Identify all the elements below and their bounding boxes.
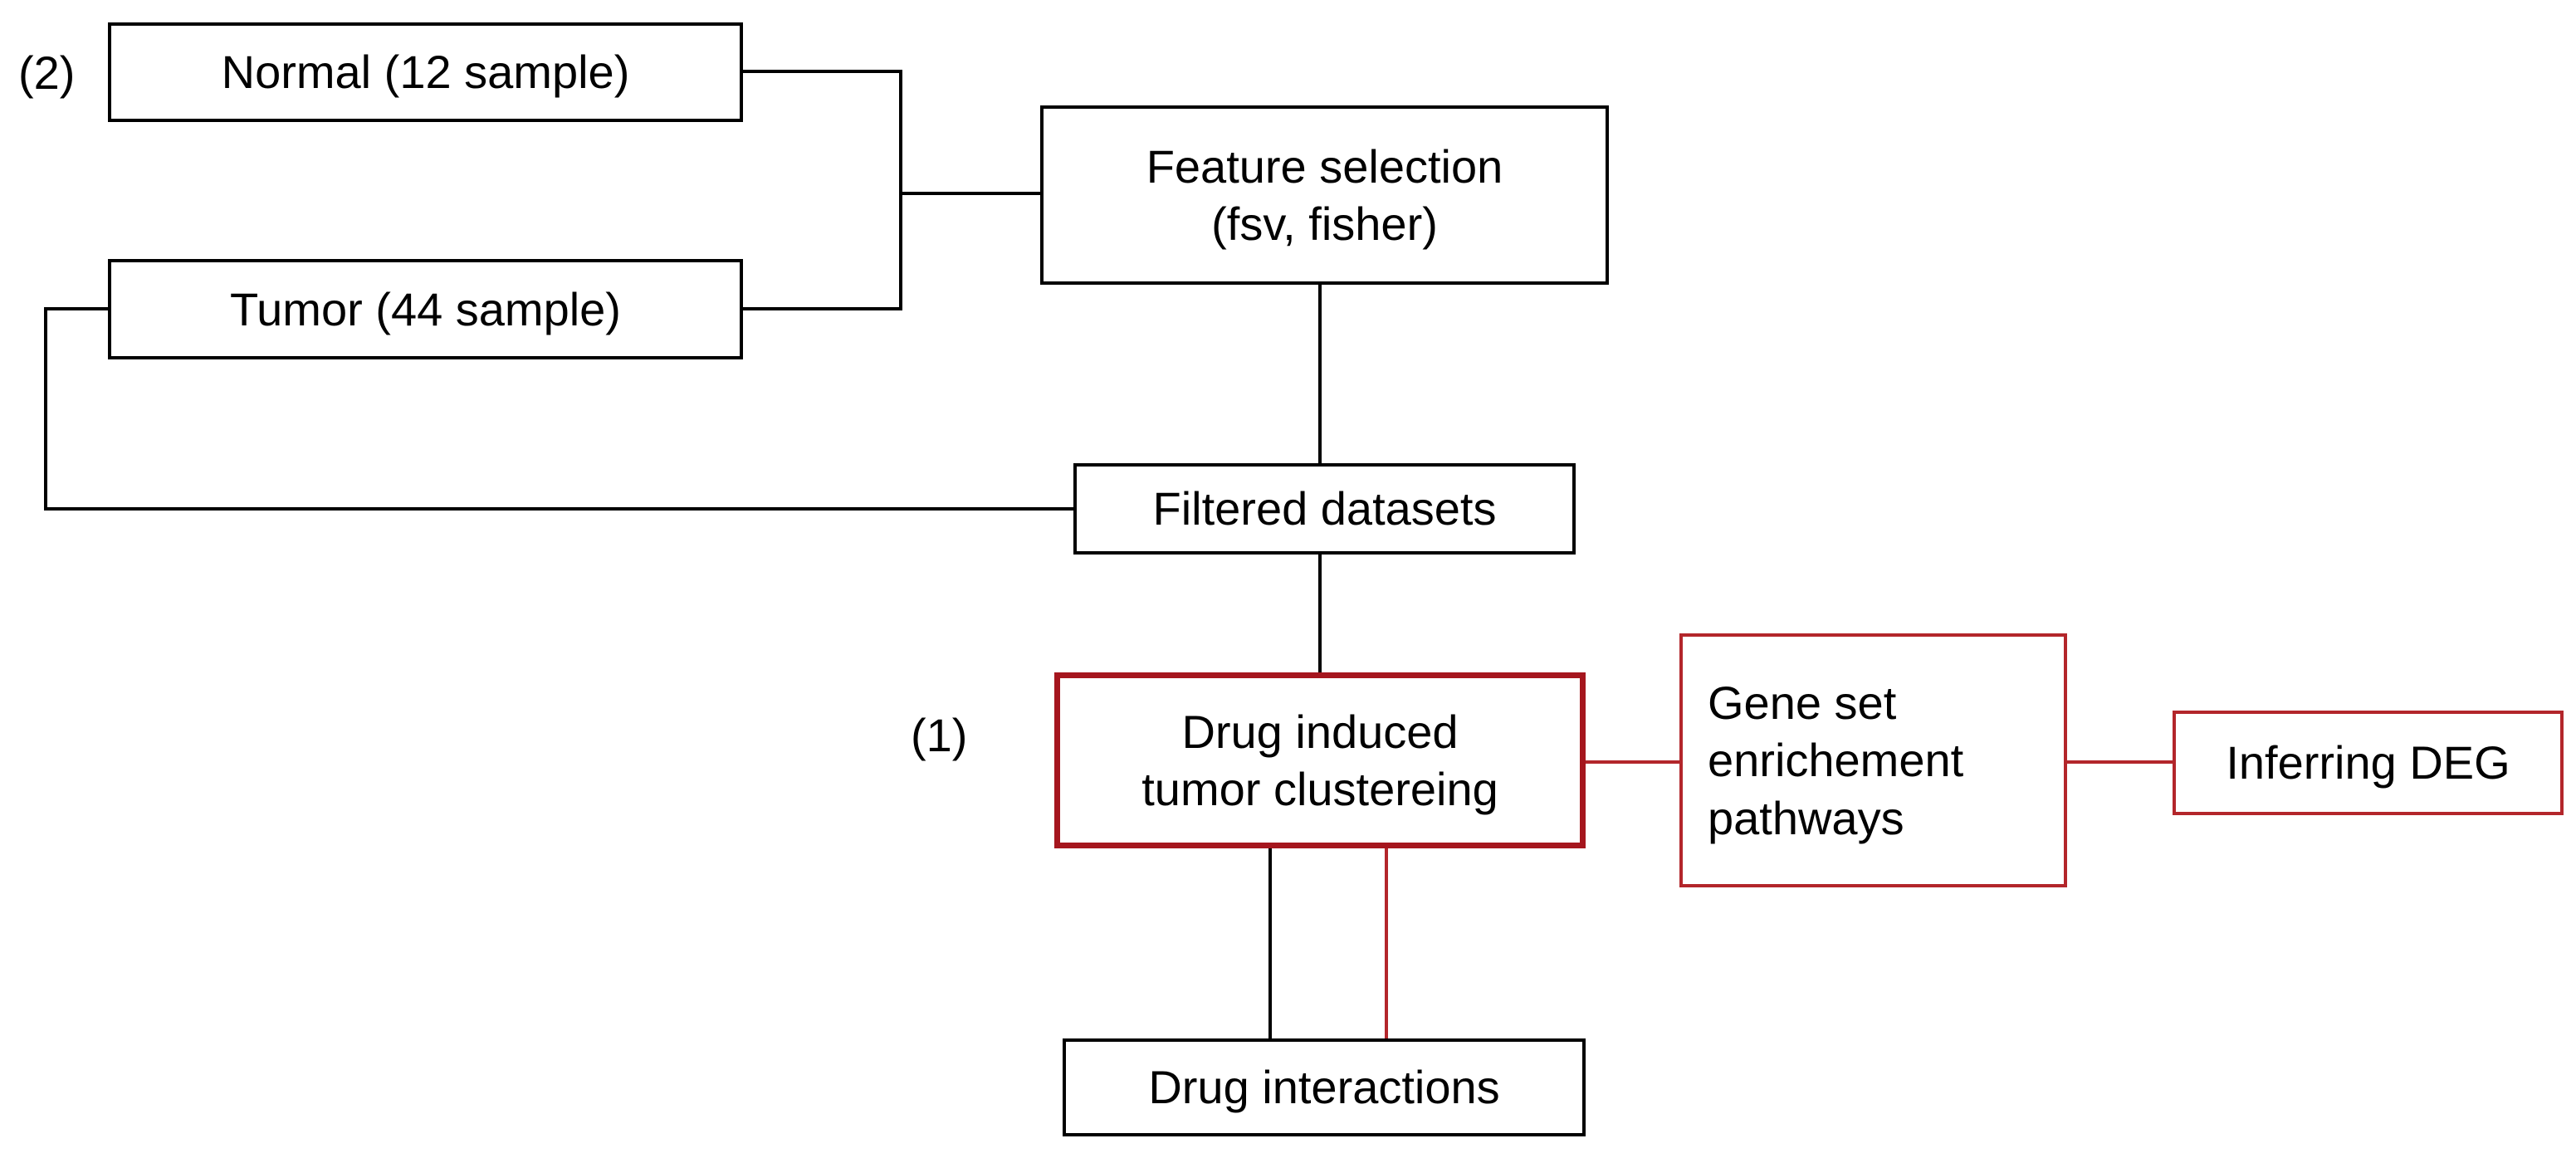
node-filtered-datasets: Filtered datasets: [1073, 463, 1576, 555]
node-filtered-datasets-label: Filtered datasets: [1152, 482, 1497, 535]
node-gene-set-enrichment-label: Gene set enrichement pathways: [1708, 676, 1964, 844]
node-inferring-deg-label: Inferring DEG: [2226, 736, 2510, 789]
node-feature-selection: Feature selection (fsv, fisher): [1040, 105, 1609, 285]
node-normal: Normal (12 sample): [108, 22, 743, 122]
node-tumor: Tumor (44 sample): [108, 259, 743, 359]
node-feature-selection-label: Feature selection (fsv, fisher): [1146, 139, 1503, 250]
node-drug-clustering: Drug induced tumor clustereing: [1054, 672, 1586, 848]
node-drug-interactions-label: Drug interactions: [1148, 1061, 1500, 1114]
connector-normal-bracket: [743, 70, 902, 310]
node-gene-set-enrichment: Gene set enrichement pathways: [1679, 633, 2067, 887]
connector-tumor-filtered: [44, 307, 1073, 511]
step-1-label: (1): [911, 709, 968, 761]
node-tumor-label: Tumor (44 sample): [230, 282, 621, 335]
step-2-label: (2): [18, 46, 76, 99]
node-normal-label: Normal (12 sample): [221, 46, 630, 99]
node-drug-interactions: Drug interactions: [1063, 1038, 1586, 1136]
node-inferring-deg: Inferring DEG: [2173, 711, 2564, 815]
node-drug-clustering-label: Drug induced tumor clustereing: [1141, 705, 1498, 815]
